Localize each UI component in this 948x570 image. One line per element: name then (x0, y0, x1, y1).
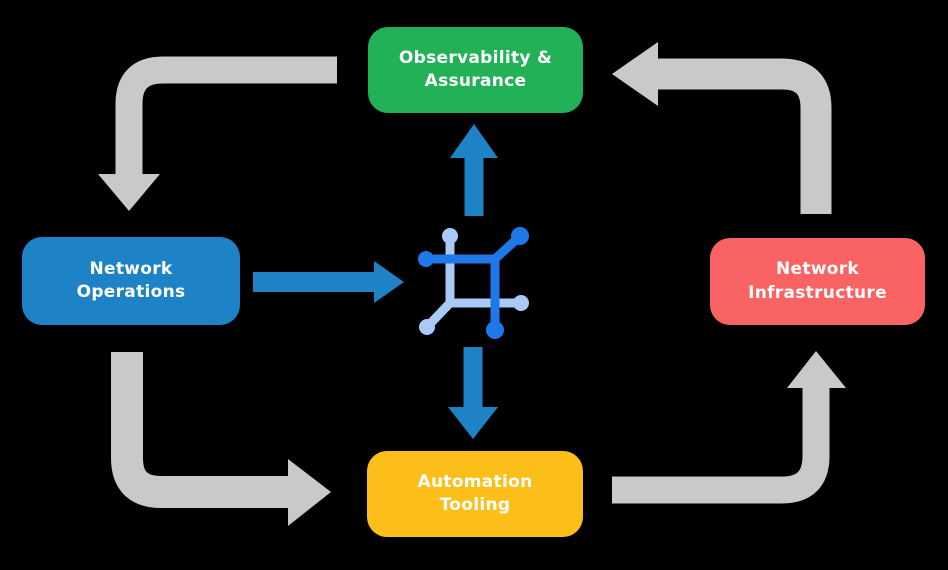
arrow-infrastructure-to-observability (612, 42, 832, 214)
node-label-line: Automation (417, 471, 533, 492)
arrow-observability-to-operations (98, 56, 337, 211)
node-label-line: Operations (76, 282, 186, 302)
arrow-head-down-icon (448, 407, 498, 439)
arrow-operations-to-hub (253, 261, 404, 303)
arrow-head-right-icon (374, 261, 404, 303)
arrow-shaft (612, 386, 830, 504)
node-automation-tooling: Automation Tooling (367, 451, 583, 537)
arrow-head-up-icon (787, 351, 846, 388)
network-automation-hub-icon (418, 227, 529, 339)
arrow-hub-to-observability (450, 124, 498, 216)
node-label-line: Tooling (439, 495, 511, 515)
arrow-shaft (111, 352, 289, 508)
arrow-shaft (115, 56, 337, 176)
node-label-line: Observability & (398, 47, 553, 68)
arrow-head-right-icon (288, 459, 331, 526)
node-network-operations: Network Operations (22, 237, 240, 325)
arrow-shaft (656, 58, 832, 214)
node-network-infrastructure: Network Infrastructure (710, 238, 925, 325)
hub-icon-light-nodes (419, 228, 529, 335)
node-observability-assurance: Observability & Assurance (368, 27, 583, 113)
arrow-head-left-icon (612, 42, 658, 106)
node-label-line: Infrastructure (748, 282, 887, 303)
arrow-operations-to-automation (111, 352, 331, 526)
arrow-head-up-icon (450, 124, 498, 158)
arrow-automation-to-infrastructure (612, 351, 846, 504)
node-label-line: Assurance (424, 71, 527, 91)
node-label-line: Network (89, 258, 173, 279)
arrow-head-down-icon (98, 174, 160, 211)
hub-icon-dark-nodes (418, 227, 529, 339)
arrow-hub-to-automation (448, 347, 498, 439)
node-label-line: Network (775, 259, 860, 280)
